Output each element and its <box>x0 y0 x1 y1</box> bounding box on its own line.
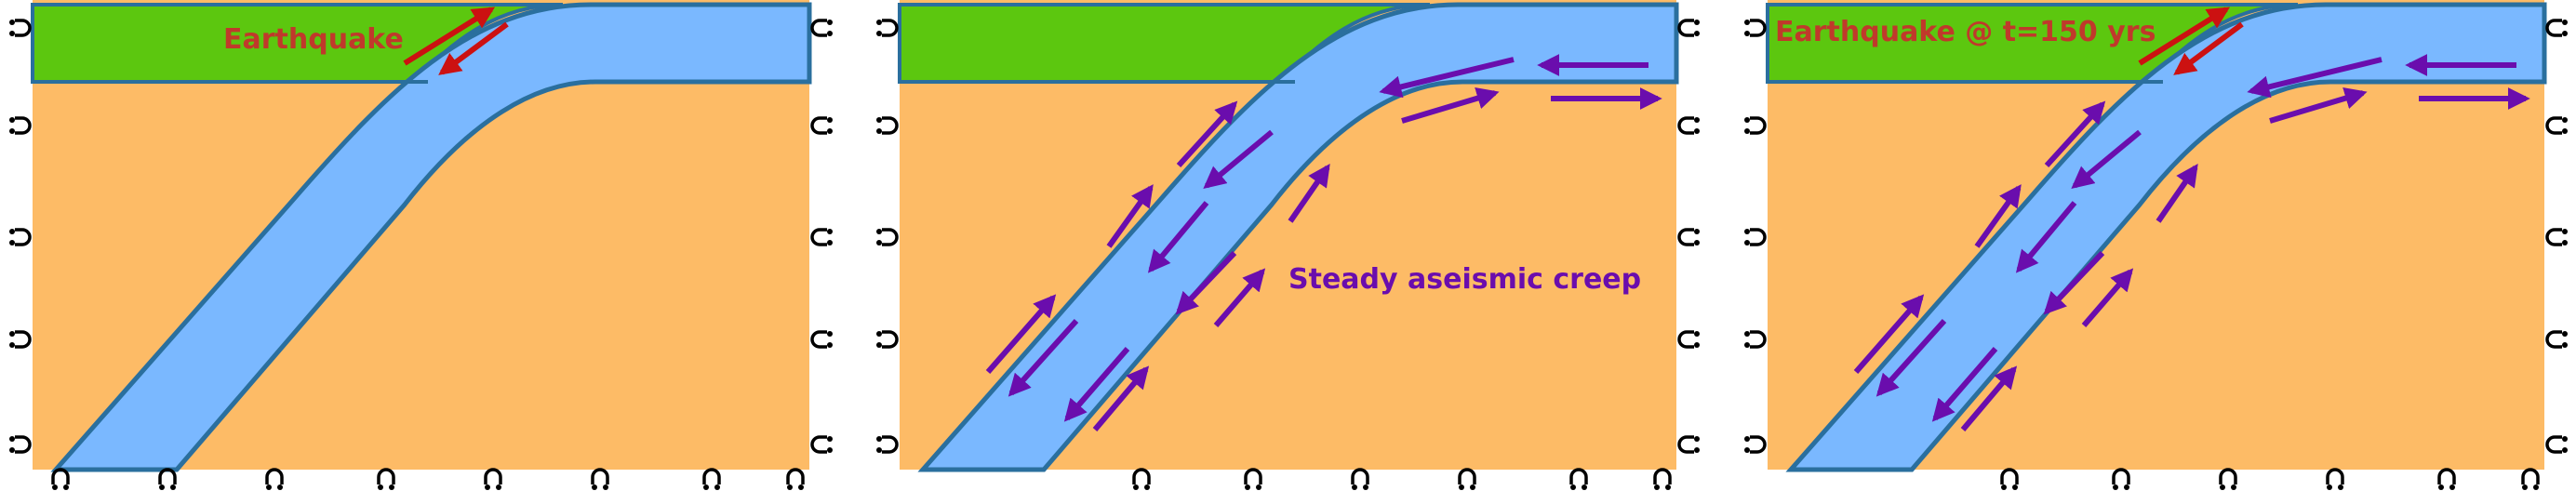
roller-support-icon <box>9 19 32 37</box>
roller-support-icon <box>158 468 177 490</box>
creep-arrow <box>1853 294 1925 374</box>
panel-earthquake: Earthquake <box>31 0 812 472</box>
roller-support-icon <box>702 468 721 490</box>
creep-arrow <box>2247 57 2382 99</box>
creep-arrow <box>1960 365 2018 431</box>
roller-support-icon <box>9 435 32 454</box>
roller-support-icon <box>2000 468 2019 490</box>
creep-arrow <box>1008 318 1079 397</box>
roller-support-icon <box>51 468 70 490</box>
roller-support-icon <box>2545 330 2568 349</box>
roller-support-icon <box>876 435 899 454</box>
creep-arrow <box>1401 87 1500 124</box>
creep-arrow <box>2071 129 2142 190</box>
panel-label-earthquake-t150: Earthquake @ t=150 yrs <box>1775 16 2156 48</box>
slip-arrow-lower <box>438 21 509 75</box>
creep-arrows <box>1853 54 2530 431</box>
roller-support-icon <box>1744 330 1767 349</box>
roller-support-icon <box>2521 468 2540 490</box>
creep-arrow <box>1063 347 1130 422</box>
creep-arrow <box>1203 129 1274 190</box>
roller-support-icon <box>1458 468 1476 490</box>
roller-support-icon <box>810 116 833 135</box>
creep-arrow <box>985 294 1057 374</box>
slip-arrow-upper <box>2138 7 2231 66</box>
roller-support-icon <box>810 19 833 37</box>
roller-support-icon <box>810 330 833 349</box>
roller-support-icon <box>1132 468 1151 490</box>
roller-support-icon <box>484 468 502 490</box>
creep-arrow <box>1106 184 1154 248</box>
slip-arrow-lower <box>2173 21 2244 75</box>
creep-arrow <box>1288 164 1330 223</box>
roller-support-icon <box>786 468 805 490</box>
roller-support-icon <box>1744 19 1767 37</box>
roller-support-icon <box>1677 228 1700 246</box>
slip-arrow-upper <box>403 7 496 66</box>
roller-support-icon <box>810 228 833 246</box>
creep-arrow <box>1175 250 1237 315</box>
roller-support-icon <box>1677 116 1700 135</box>
roller-support-icon <box>9 228 32 246</box>
roller-support-icon <box>2545 19 2568 37</box>
roller-support-icon <box>876 330 899 349</box>
creep-arrow <box>2269 87 2368 124</box>
creep-arrow <box>2081 268 2134 327</box>
roller-support-icon <box>1244 468 1262 490</box>
roller-support-icon <box>810 435 833 454</box>
panel-creep: Steady aseismic creep <box>898 0 1679 472</box>
roller-support-icon <box>2545 228 2568 246</box>
roller-support-icon <box>1677 19 1700 37</box>
roller-support-icon <box>1744 435 1767 454</box>
roller-support-icon <box>1677 435 1700 454</box>
roller-support-icon <box>2326 468 2344 490</box>
roller-support-icon <box>876 19 899 37</box>
creep-arrow <box>1213 268 1266 327</box>
creep-arrow <box>2015 201 2077 273</box>
creep-arrow <box>1875 318 1947 397</box>
creep-arrows <box>985 54 1662 431</box>
panel-earthquake-t150: Earthquake @ t=150 yrs <box>1766 0 2547 472</box>
creep-arrow <box>1147 201 1209 273</box>
subducting-slab <box>917 2 1679 472</box>
roller-support-icon <box>2545 116 2568 135</box>
panel-label-earthquake: Earthquake <box>223 23 404 56</box>
roller-support-icon <box>2437 468 2456 490</box>
roller-support-icon <box>1351 468 1369 490</box>
roller-support-icon <box>1744 116 1767 135</box>
creep-arrow <box>1974 184 2022 248</box>
roller-support-icon <box>876 116 899 135</box>
roller-support-icon <box>9 116 32 135</box>
creep-arrow <box>1092 365 1150 431</box>
roller-support-icon <box>2545 435 2568 454</box>
subducting-slab <box>1785 2 2547 472</box>
roller-supports <box>9 19 2568 490</box>
roller-support-icon <box>265 468 284 490</box>
roller-support-icon <box>591 468 609 490</box>
roller-support-icon <box>9 330 32 349</box>
panel-label-creep: Steady aseismic creep <box>1288 263 1641 296</box>
roller-support-icon <box>2219 468 2237 490</box>
roller-support-icon <box>876 228 899 246</box>
creep-arrow <box>2156 164 2198 223</box>
creep-arrow <box>2043 250 2105 315</box>
creep-arrow <box>1379 57 1515 99</box>
roller-support-icon <box>377 468 395 490</box>
creep-arrow <box>2044 100 2106 168</box>
roller-support-icon <box>1653 468 1672 490</box>
roller-support-icon <box>1677 330 1700 349</box>
creep-arrow <box>1931 347 1998 422</box>
roller-support-icon <box>1744 228 1767 246</box>
roller-support-icon <box>2112 468 2130 490</box>
roller-support-icon <box>1569 468 1588 490</box>
creep-arrow <box>1176 100 1238 168</box>
